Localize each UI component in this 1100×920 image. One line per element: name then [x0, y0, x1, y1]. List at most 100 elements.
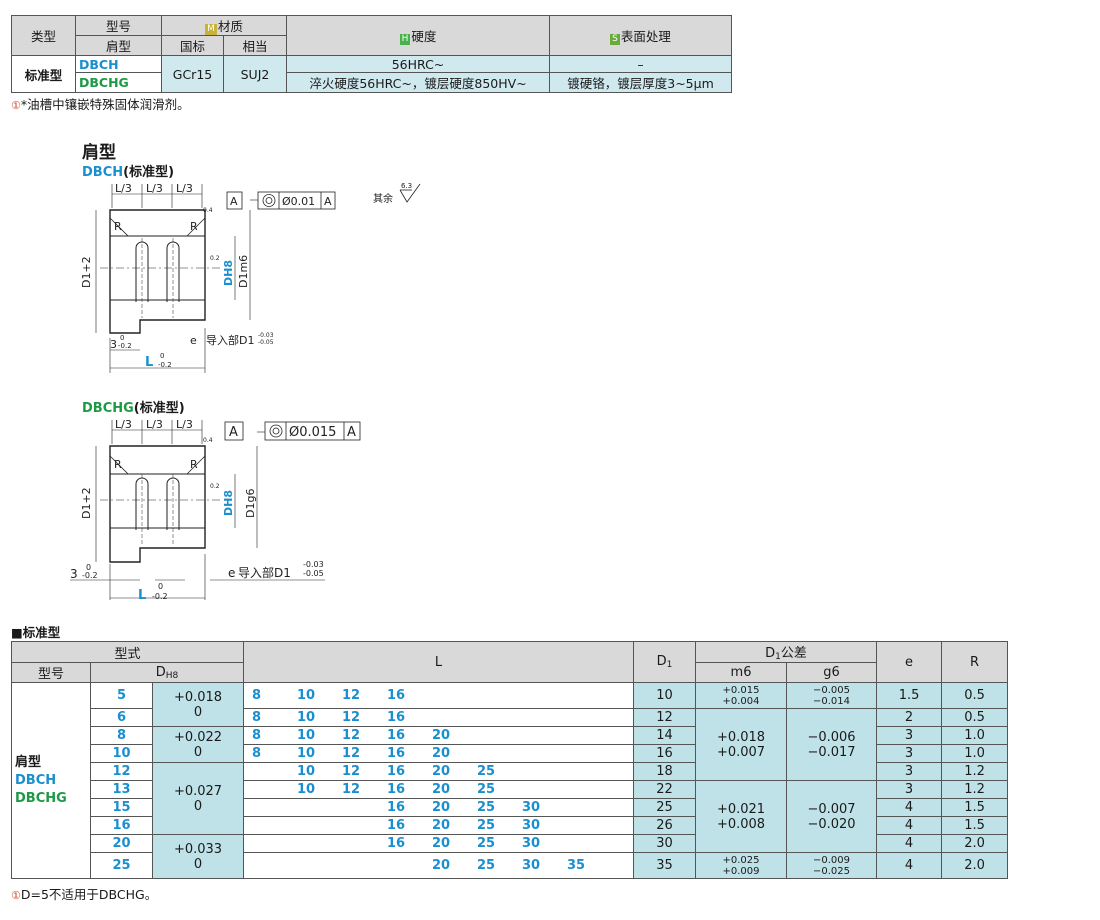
- dh8-tol-up: +0.022: [173, 729, 223, 745]
- dh8-tol-up: +0.027: [173, 783, 223, 799]
- hardness-badge: H: [399, 34, 411, 45]
- d-text: 10: [112, 746, 131, 761]
- d1-value: 14: [633, 726, 697, 745]
- d1-text: 22: [656, 782, 673, 797]
- g6-up: −0.006: [807, 729, 856, 745]
- dbch-tol: Ø0.01: [282, 195, 315, 208]
- l-value: 12: [342, 764, 361, 779]
- g6-dn: −0.017: [807, 744, 856, 760]
- dbch-three-tol-dn: -0.2: [118, 342, 132, 350]
- d1-tolerance-header: D1公差: [695, 641, 878, 663]
- l-value: 35: [567, 858, 586, 873]
- form-header: 型式: [10, 641, 245, 663]
- dbchg-L-tol-up: 0: [158, 582, 163, 591]
- dbch-ra02: 0.2: [210, 255, 220, 262]
- dbchg-l3-b: L/3: [146, 418, 163, 431]
- l-value: 30: [522, 858, 541, 873]
- spec-equiv-value: SUJ2: [223, 55, 287, 93]
- spec-type-header: 类型: [11, 15, 76, 56]
- dbch-r-right: R: [190, 220, 198, 233]
- l-value: 25: [477, 858, 496, 873]
- r-value: 0.5: [941, 708, 1009, 727]
- dbchg-three: 3: [70, 567, 78, 581]
- d1-text: 35: [656, 858, 673, 873]
- d1-header: D1: [633, 641, 697, 683]
- g6-up: −0.007: [807, 801, 856, 817]
- d-value: 25: [90, 852, 153, 879]
- spec-hardness-dbchg: 淬火硬度56HRC~，镀层硬度850HV~: [286, 72, 550, 93]
- l-value: 20: [432, 818, 451, 833]
- l-value: 12: [342, 746, 361, 761]
- e-value: 4: [876, 798, 943, 817]
- e-text: 3: [904, 764, 914, 779]
- dbchg-lead-tol-up: -0.03: [303, 560, 324, 569]
- dbchg-l3-c: L/3: [176, 418, 193, 431]
- r-value: 1.2: [941, 780, 1009, 799]
- dbchg-l3-a: L/3: [115, 418, 132, 431]
- r-text: 1.2: [964, 764, 985, 779]
- model-header: 型号: [11, 662, 91, 683]
- dbchg-ra04: 0.4: [203, 437, 213, 444]
- dbch-drawing: L/3 L/3 L/3 R R D1+2 DH8 D1m6 0.2 0.4 A …: [80, 182, 336, 373]
- d1-text: 18: [656, 764, 673, 779]
- d1-text: 12: [656, 710, 673, 725]
- l-value: 16: [387, 688, 406, 703]
- bottom-note-text: D=5不适用于DBCHG。: [20, 887, 158, 902]
- dbchg-d1g6: D1g6: [244, 489, 257, 518]
- e-value: 3: [876, 726, 943, 745]
- l-value: 20: [432, 746, 451, 761]
- r-value: 1.2: [941, 762, 1009, 781]
- dbchg-tol-datum: A: [347, 425, 356, 440]
- type-line-dbch: DBCH: [15, 772, 57, 788]
- g6-up: −0.009: [813, 854, 851, 866]
- r-value: 2.0: [941, 852, 1009, 879]
- l-value: 25: [477, 800, 496, 815]
- dbchg-L: L: [138, 588, 146, 603]
- d-value: 12: [90, 762, 153, 781]
- l-value: 25: [477, 764, 496, 779]
- d-text: 13: [112, 782, 131, 797]
- d1-text: 25: [656, 800, 673, 815]
- roughness-symbol: 6.3: [399, 182, 421, 203]
- m6-up: +0.021: [716, 801, 766, 817]
- dbch-L-tol-up: 0: [160, 352, 164, 360]
- d-value: 15: [90, 798, 153, 817]
- l-value: 12: [342, 782, 361, 797]
- m6-dn: +0.007: [716, 744, 766, 760]
- surface-badge: S: [610, 34, 620, 45]
- spec-gb-value: GCr15: [161, 55, 224, 93]
- l-value: 10: [297, 746, 316, 761]
- e-value: 4: [876, 834, 943, 853]
- e-text: 4: [904, 836, 914, 851]
- d-value: 6: [90, 708, 153, 727]
- l-value: 16: [387, 782, 406, 797]
- l-value: 16: [387, 728, 406, 743]
- dbchg-three-tol-dn: -0.2: [82, 571, 98, 580]
- drawing-title: 肩型: [82, 143, 116, 163]
- l-value: 12: [342, 688, 361, 703]
- dbchg-datum-a: A: [229, 425, 238, 440]
- dbchg-three-tol-up: 0: [86, 563, 91, 572]
- dbch-datum-a: A: [230, 195, 238, 208]
- spec-shoulder-header: 肩型: [75, 35, 162, 56]
- d1-value: 12: [633, 708, 697, 727]
- l-value: 16: [387, 836, 406, 851]
- r-value: 1.5: [941, 798, 1009, 817]
- g6-dn: −0.020: [807, 816, 856, 832]
- m6-dn: +0.009: [722, 865, 760, 877]
- d1-text: 30: [656, 836, 673, 851]
- r-text: 2.0: [964, 836, 985, 851]
- dbch-lead: 导入部D1: [206, 333, 254, 347]
- l-value: 30: [522, 800, 541, 815]
- d1-value: 18: [633, 762, 697, 781]
- m6-header: m6: [695, 662, 788, 683]
